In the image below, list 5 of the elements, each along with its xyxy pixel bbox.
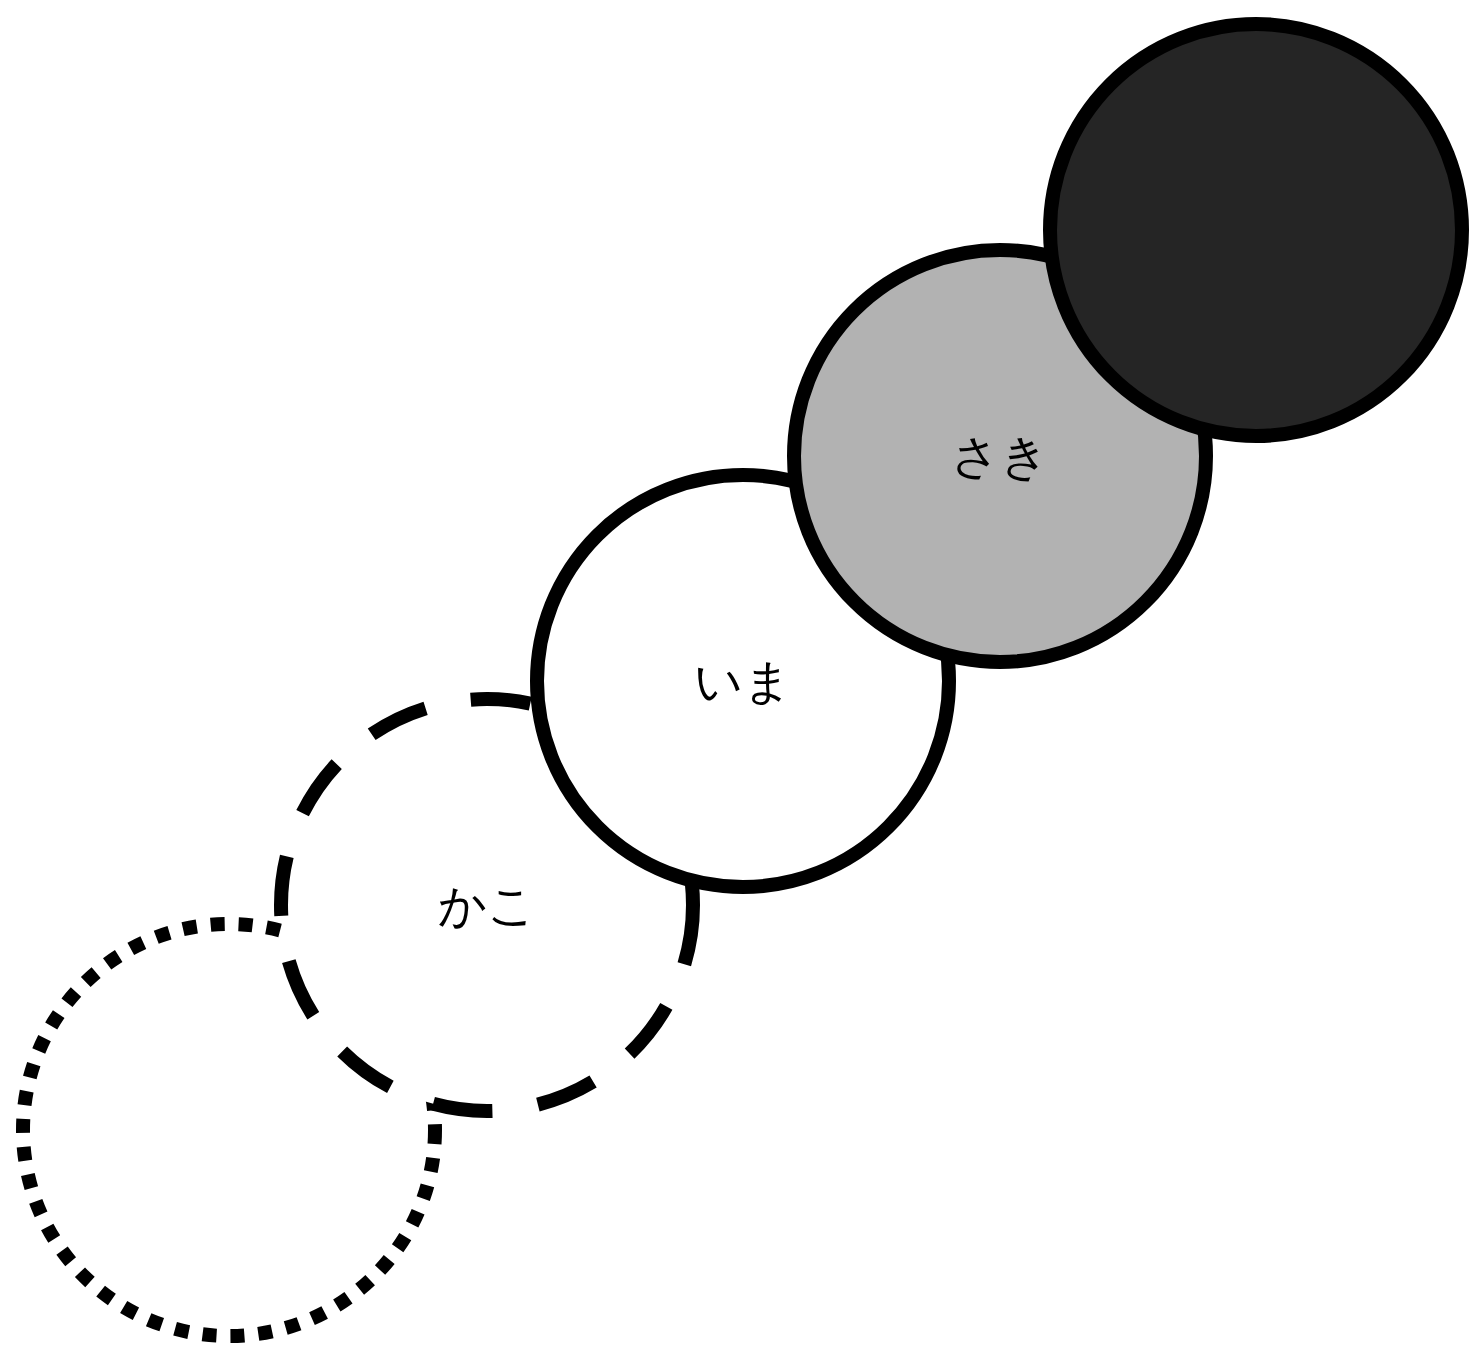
circle-label: さき [951, 432, 1049, 480]
circle-label: いま [694, 657, 792, 705]
circle-label: かこ [438, 881, 536, 929]
circle [274, 692, 700, 1118]
circle-shape [1043, 17, 1469, 443]
